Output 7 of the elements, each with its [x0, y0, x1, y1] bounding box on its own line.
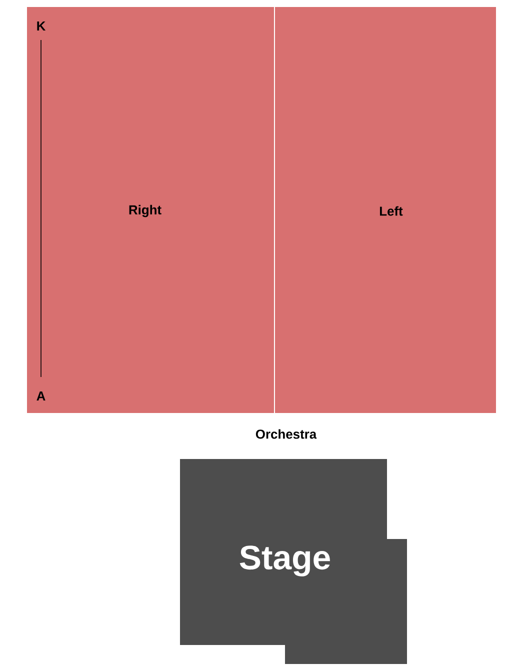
row-letter: A	[36, 392, 46, 400]
section-label: Orchestra	[256, 429, 317, 439]
node-label: Left	[380, 206, 403, 216]
seating-section: Left	[275, 7, 496, 413]
node-label: Right	[129, 204, 162, 218]
row-letter: K	[37, 22, 46, 30]
stage-area: Stage	[180, 459, 407, 664]
